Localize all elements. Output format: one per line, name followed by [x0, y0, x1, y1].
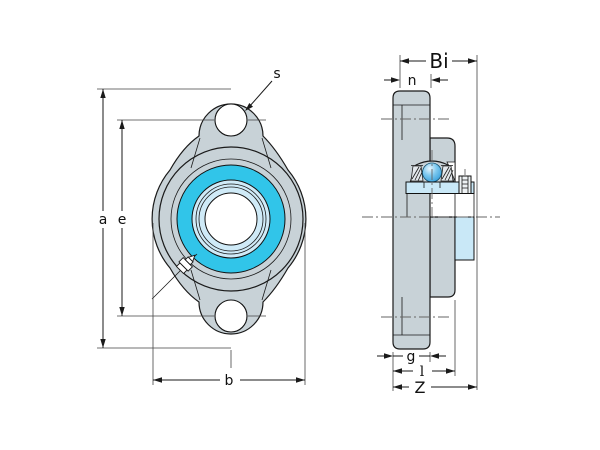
boss-outer-circle	[158, 146, 304, 292]
dim-label-n: n	[408, 73, 417, 89]
set-screw	[458, 169, 472, 194]
dimension-a: a	[97, 88, 231, 349]
bore-edges	[406, 193, 475, 217]
flange-plate-section	[392, 90, 431, 350]
dim-label-bi: Bi	[429, 49, 448, 73]
dim-label-z: Z	[415, 378, 426, 397]
dimension-bi: Bi	[399, 49, 478, 390]
callout-s: s	[245, 66, 281, 111]
side-view: Bi n g l Z	[362, 49, 500, 397]
housing-lower-block	[429, 216, 456, 298]
rib-lines	[190, 137, 272, 301]
dim-label-g: g	[407, 349, 416, 365]
dimension-n: n	[384, 73, 448, 89]
dimension-g: g	[377, 349, 446, 391]
dimension-z: Z	[393, 378, 477, 397]
dim-label-s: s	[273, 66, 280, 82]
bolt-hole-bottom	[214, 299, 248, 333]
dim-label-a: a	[99, 212, 108, 228]
inner-ring-sleeve	[454, 216, 475, 261]
seal-line-outer	[195, 183, 267, 255]
shaft-bore	[204, 192, 258, 246]
grease-fitting	[175, 254, 196, 275]
bolt-hole-top	[214, 103, 248, 137]
seal-right	[440, 165, 454, 182]
dim-label-b: b	[225, 373, 234, 389]
dim-label-e: e	[118, 212, 127, 228]
seal-line-inner	[198, 186, 264, 252]
dimension-b: b	[152, 223, 306, 389]
boss-chamfer-circle	[170, 158, 292, 280]
dim-label-l: l	[420, 364, 425, 380]
flange-plate-lines	[393, 104, 430, 336]
inner-ring-shoulders	[423, 182, 441, 188]
dimension-l: l	[393, 300, 456, 380]
front-view: a e b s	[97, 66, 307, 389]
dimension-e: e	[117, 119, 266, 317]
seal-left	[410, 165, 424, 182]
